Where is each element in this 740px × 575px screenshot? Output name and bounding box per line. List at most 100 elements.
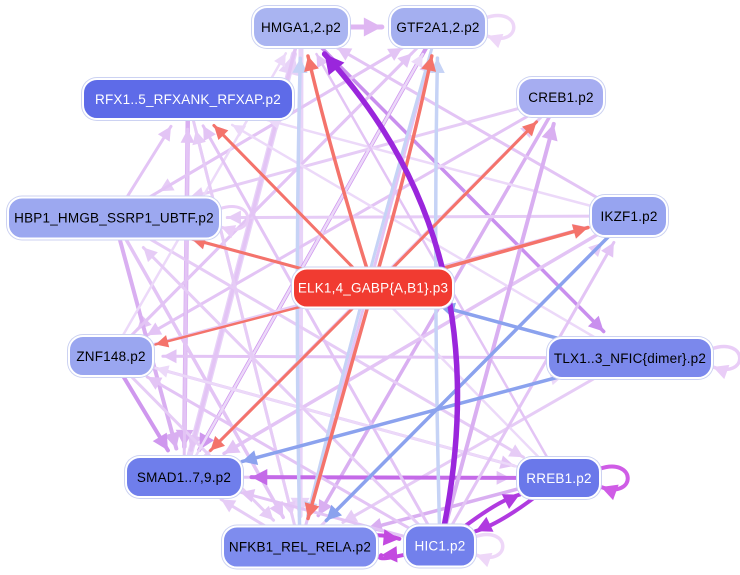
arrowhead-hic1-hmga1 bbox=[324, 54, 345, 76]
arrowhead-hbp1-rfx bbox=[157, 126, 171, 142]
edge-rreb1-hmga1 bbox=[315, 52, 561, 480]
arrowhead-creb1-nfkb1 bbox=[318, 498, 333, 516]
node-tlx-label: TLX1..3_NFIC{dimer}.p2 bbox=[553, 350, 707, 366]
node-rfx[interactable]: RFX1..5_RFXANK_RFXAP.p2 bbox=[82, 78, 294, 120]
arrowhead-hic1-rfx bbox=[203, 125, 216, 142]
edge-elk-rfx bbox=[212, 123, 375, 290]
arrowhead-hic1-rreb1 bbox=[501, 494, 520, 509]
arrowhead-hic1-creb1 bbox=[541, 123, 558, 142]
arrowhead-hic1-nfkb1 bbox=[381, 546, 398, 563]
edge-hic1-znf148 bbox=[145, 375, 442, 548]
arrowhead-rreb1-znf148 bbox=[155, 365, 170, 378]
arrowhead-znf148-smad bbox=[152, 432, 168, 451]
arrowhead-ikzf1-smad bbox=[224, 439, 241, 454]
arrowhead-elk-smad bbox=[210, 436, 225, 451]
edge-elk-hmga1 bbox=[306, 54, 375, 290]
arrowhead-elk-creb1 bbox=[522, 121, 537, 137]
arrowhead-hmga1-gtf2a1 bbox=[363, 17, 382, 37]
arrowhead-elk-znf148 bbox=[155, 335, 170, 348]
node-hbp1-label: HBP1_HMGB_SSRP1_UBTF.p2 bbox=[14, 210, 214, 226]
arrowhead-rreb1-smad bbox=[251, 469, 268, 486]
node-smad[interactable]: SMAD1..7,9.p2 bbox=[125, 456, 243, 498]
node-elk[interactable]: ELK1,4_GABP{A,B1}.p3 bbox=[292, 267, 454, 309]
edge-ikzf1-smad bbox=[222, 214, 631, 456]
arrowhead-hic1-znf148 bbox=[147, 376, 163, 390]
node-hmga1[interactable]: HMGA1,2.p2 bbox=[252, 6, 350, 48]
edge-smad-gtf2a1 bbox=[182, 52, 425, 479]
arrowhead-elk-nfkb1 bbox=[304, 502, 320, 519]
arrowhead-hbp1-smad bbox=[164, 431, 181, 449]
edge-hbp1-gtf2a1 bbox=[112, 46, 404, 220]
arrowhead-ikzf1-hmga1 bbox=[337, 47, 353, 61]
node-hbp1[interactable]: HBP1_HMGB_SSRP1_UBTF.p2 bbox=[7, 196, 221, 240]
node-gtf2a1[interactable]: GTF2A1,2.p2 bbox=[389, 6, 487, 48]
edge-hic1-ikzf1 bbox=[438, 240, 616, 548]
edge-smad-rfx bbox=[182, 127, 190, 479]
node-hic1[interactable]: HIC1.p2 bbox=[404, 524, 476, 568]
arrowhead-hic1-smad bbox=[240, 489, 256, 503]
arrowhead-hmga1-tlx bbox=[587, 315, 604, 332]
edge-elk-nfkb1 bbox=[306, 286, 375, 521]
arrowhead-rreb1-rreb1 bbox=[601, 484, 619, 501]
edge-znf148-nfkb1 bbox=[109, 354, 276, 522]
node-gtf2a1-label: GTF2A1,2.p2 bbox=[396, 19, 480, 35]
arrowhead-tlx-nfkb1 bbox=[342, 509, 359, 523]
arrowhead-rreb1-hic1 bbox=[475, 516, 494, 532]
arrowhead-elk-gtf2a1 bbox=[421, 55, 437, 72]
arrowhead-elk-ikzf1 bbox=[571, 224, 589, 239]
arrowhead-ikzf1-rfx bbox=[267, 117, 282, 130]
arrowhead-elk-rfx bbox=[213, 125, 229, 141]
node-rreb1[interactable]: RREB1.p2 bbox=[517, 457, 601, 499]
edge-tlx-nfkb1 bbox=[341, 356, 632, 524]
arrowhead-creb1-znf148 bbox=[147, 322, 163, 336]
edge-hic1-rfx bbox=[201, 124, 442, 548]
node-rreb1-label: RREB1.p2 bbox=[526, 470, 592, 486]
node-ikzf1[interactable]: IKZF1.p2 bbox=[590, 195, 668, 237]
node-nfkb1[interactable]: NFKB1_REL_RELA.p2 bbox=[222, 525, 378, 569]
arrowhead-hbp1-nfkb1 bbox=[269, 500, 284, 518]
edge-ikzf1-rfx bbox=[266, 118, 631, 218]
arrowhead-nfkb1-hic1 bbox=[382, 529, 400, 546]
edge-nfkb1-rfx bbox=[194, 128, 302, 549]
arrowhead-ikzf1-nfkb1 bbox=[326, 504, 343, 521]
node-hmga1-label: HMGA1,2.p2 bbox=[260, 19, 342, 35]
node-tlx[interactable]: TLX1..3_NFIC{dimer}.p2 bbox=[547, 337, 713, 379]
arrowhead-smad-rfx bbox=[180, 129, 195, 143]
arrowhead-nfkb1-hmga1 bbox=[292, 58, 308, 74]
arrowhead-nfkb1-smad bbox=[221, 499, 237, 513]
edge-hic1-creb1 bbox=[438, 121, 556, 548]
node-elk-label: ELK1,4_GABP{A,B1}.p3 bbox=[297, 280, 449, 296]
edge-elk-smad bbox=[208, 286, 375, 453]
arrowhead-elk-hmga1 bbox=[304, 55, 319, 73]
arrowhead-tlx-znf148 bbox=[162, 349, 177, 364]
arrowhead-znf148-nfkb1 bbox=[259, 505, 274, 521]
arrowhead-gtf2a1-gtf2a1 bbox=[487, 33, 504, 49]
node-znf148-label: ZNF148.p2 bbox=[76, 348, 146, 364]
arrowhead-hbp1-hbp1 bbox=[221, 225, 237, 239]
edge-elk-creb1 bbox=[371, 120, 539, 290]
arrowhead-smad-gtf2a1 bbox=[411, 54, 423, 68]
arrowhead-znf148-gtf2a1 bbox=[397, 53, 412, 68]
node-smad-label: SMAD1..7,9.p2 bbox=[136, 469, 232, 485]
edge-creb1-hbp1 bbox=[188, 95, 563, 199]
arrowhead-znf148-hmga1 bbox=[274, 53, 286, 68]
arrowhead-hbp1-rreb1 bbox=[508, 444, 524, 458]
node-nfkb1-label: NFKB1_REL_RELA.p2 bbox=[228, 539, 372, 555]
edge-ikzf1-hmga1 bbox=[335, 46, 631, 218]
node-creb1-label: CREB1.p2 bbox=[528, 89, 594, 105]
edge-rreb1-smad bbox=[249, 475, 561, 480]
node-creb1[interactable]: CREB1.p2 bbox=[517, 77, 605, 117]
arrowhead-ikzf1-hbp1 bbox=[227, 210, 241, 225]
node-znf148[interactable]: ZNF148.p2 bbox=[68, 335, 154, 377]
edge-ikzf1-nfkb1 bbox=[324, 214, 631, 523]
arrowhead-hic1-hic1 bbox=[476, 552, 493, 568]
arrowhead-tlx-tlx bbox=[713, 364, 730, 380]
edge-znf148-gtf2a1 bbox=[109, 51, 414, 358]
edge-hmga1-tlx bbox=[299, 25, 606, 334]
node-ikzf1-label: IKZF1.p2 bbox=[600, 208, 658, 224]
edge-rreb1-znf148 bbox=[154, 366, 561, 480]
arrowhead-hbp1-gtf2a1 bbox=[387, 48, 403, 61]
edge-hic1-hbp1 bbox=[141, 246, 442, 548]
